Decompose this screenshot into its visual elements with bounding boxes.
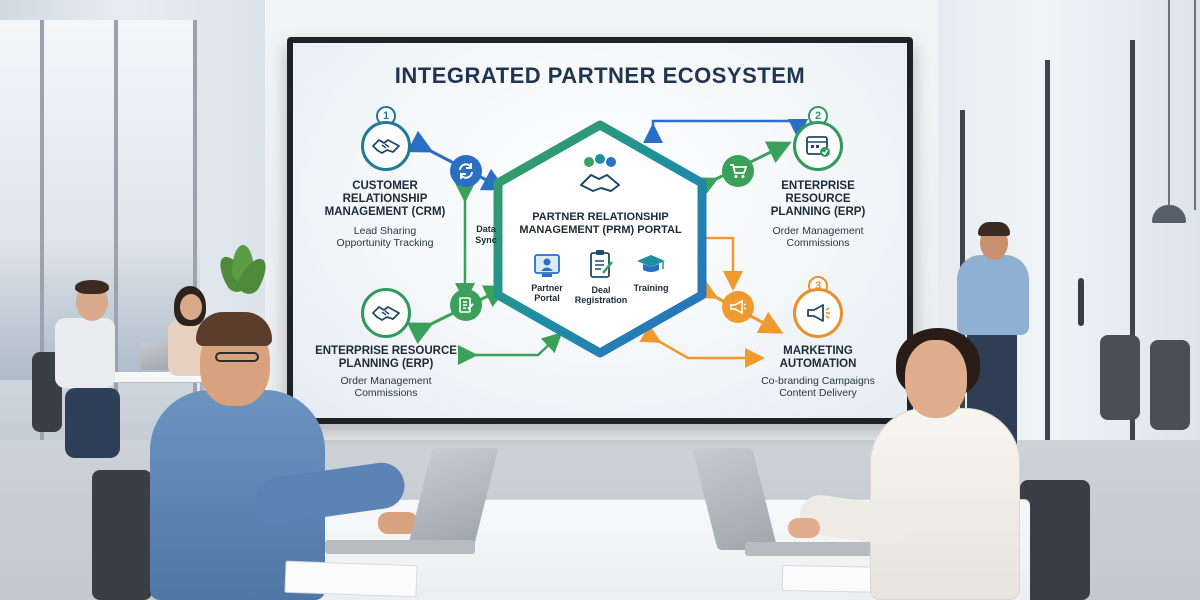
woman-hand	[788, 518, 820, 538]
display-screen: INTEGRATED PARTNER ECOSYSTEM 1 CUSTOMER …	[293, 43, 907, 418]
graduation-cap-icon	[637, 255, 665, 272]
notepad	[284, 560, 418, 598]
erp-left-details: Order Management Commissions	[340, 375, 432, 399]
sync-node	[450, 155, 482, 187]
erp-left-title: ENTERPRISE RESOURCE PLANNING (ERP)	[315, 345, 457, 370]
lamp-cord	[1168, 0, 1170, 205]
partners-handshake-icon	[580, 154, 620, 192]
person-hair	[75, 280, 109, 294]
laptop-keyboard	[745, 542, 885, 556]
crm-details: Lead Sharing Opportunity Tracking	[336, 225, 434, 249]
partner-portal-label: Partner Portal	[531, 283, 563, 303]
sync-icon	[459, 163, 473, 179]
crm-title: CUSTOMER RELATIONSHIP MANAGEMENT (CRM)	[324, 180, 446, 218]
background-desk	[75, 372, 215, 382]
man-hand	[378, 512, 418, 534]
document-node	[450, 289, 482, 321]
background-person	[55, 318, 115, 388]
office-chair	[92, 470, 152, 600]
erp-right-title: ENTERPRISE RESOURCE PLANNING (ERP)	[770, 180, 866, 218]
connector-arrows	[406, 119, 808, 368]
shopping-cart-icon	[730, 164, 747, 178]
laptop-keyboard	[325, 540, 475, 554]
office-chair	[1150, 340, 1190, 430]
woman-working	[870, 408, 1020, 600]
pendant-lamp	[1152, 205, 1186, 223]
prm-hexagon	[493, 120, 707, 358]
handshake-icon	[372, 306, 400, 321]
document-edit-icon	[459, 297, 474, 313]
potted-plant	[213, 245, 273, 315]
glass-mullion	[1045, 60, 1050, 480]
woman-head	[905, 340, 967, 418]
campaign-node	[722, 291, 754, 323]
walking-person-hair	[978, 222, 1010, 236]
handshake-icon	[372, 139, 400, 154]
window-pane	[118, 20, 197, 450]
deal-registration-label: Deal Registration	[574, 285, 628, 305]
door-handle	[1078, 278, 1084, 326]
erp-node-right	[793, 121, 843, 171]
diagram-title: INTEGRATED PARTNER ECOSYSTEM	[394, 63, 806, 88]
glasses	[215, 352, 259, 362]
office-chair	[1100, 335, 1140, 420]
prm-portal-title: PARTNER RELATIONSHIP MANAGEMENT (PRM) PO…	[519, 211, 682, 236]
partner-portal-icon	[534, 254, 560, 277]
erp-node-left	[361, 288, 411, 338]
training-label: Training	[633, 283, 669, 293]
data-sync-label: Data Sync	[475, 224, 497, 245]
crm-node	[361, 121, 411, 171]
cart-node	[722, 155, 754, 187]
man-hair	[196, 312, 272, 346]
person-legs	[65, 388, 120, 458]
clipboard-icon	[590, 250, 613, 278]
office-chair	[1020, 480, 1090, 600]
glass-mullion	[1130, 40, 1135, 480]
megaphone-icon	[730, 299, 747, 315]
marketing-title: MARKETING AUTOMATION	[779, 345, 857, 370]
walking-person	[957, 255, 1029, 335]
erp-right-details: Order Management Commissions	[772, 225, 864, 249]
megaphone-icon	[807, 304, 830, 322]
marketing-node	[793, 288, 843, 338]
person-head	[180, 294, 202, 320]
lamp-cord	[1194, 0, 1196, 210]
marketing-details: Co-branding Campaigns Content Delivery	[761, 375, 875, 399]
calendar-check-icon	[806, 136, 830, 157]
